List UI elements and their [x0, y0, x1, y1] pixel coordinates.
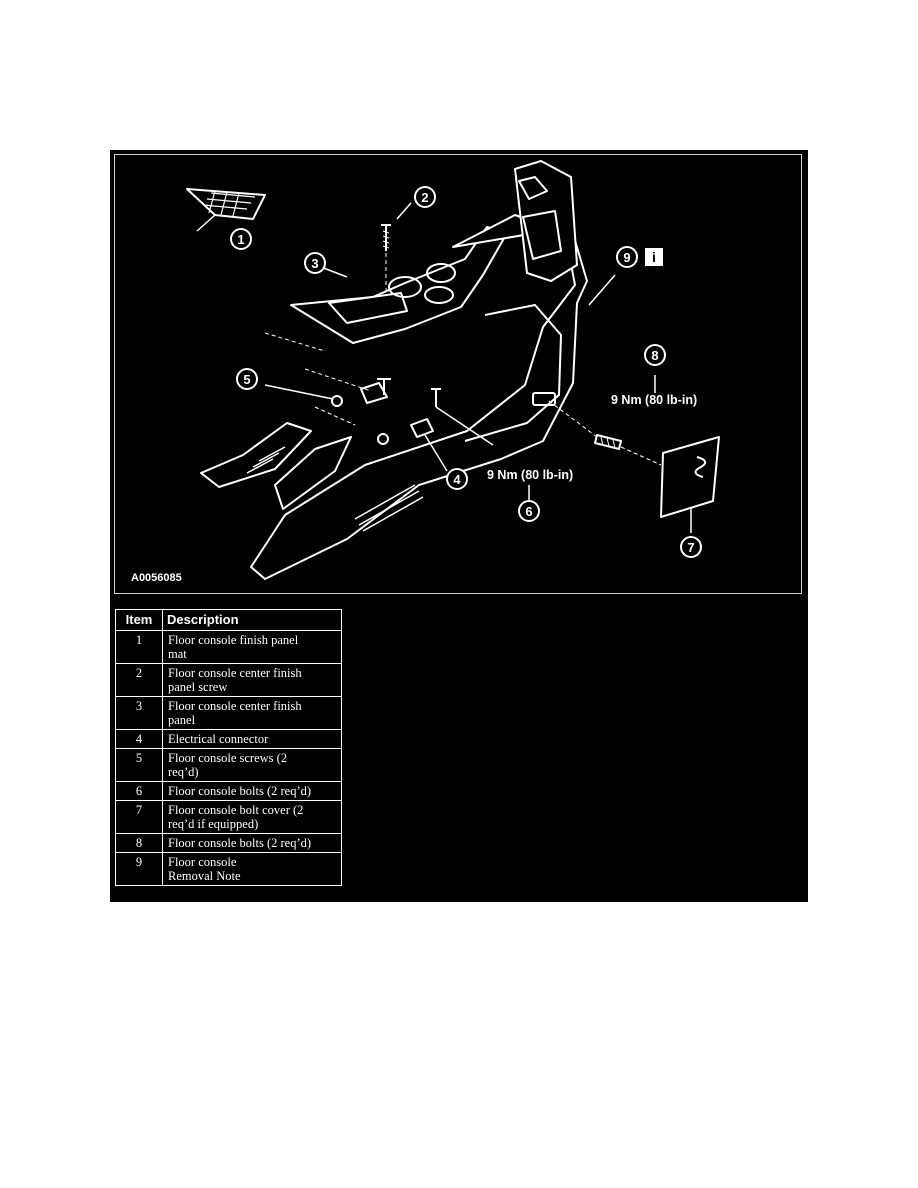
svg-text:6: 6 [525, 504, 532, 519]
table-header-row: Item Description [115, 609, 342, 631]
removal-note-link[interactable]: Removal Note [168, 869, 241, 883]
item-description: Floor console bolts (2 req’d) [162, 833, 342, 853]
description-line: Floor console center finish [168, 699, 302, 713]
description-line: Floor console finish panel [168, 633, 299, 647]
table-row: 4 Electrical connector [115, 729, 342, 749]
svg-text:7: 7 [687, 540, 694, 555]
svg-text:4: 4 [453, 472, 461, 487]
svg-text:3: 3 [311, 256, 318, 271]
description-line: Floor console center finish [168, 666, 302, 680]
floor-console-body-drawing [200, 160, 616, 580]
svg-text:5: 5 [243, 372, 250, 387]
description-line: req’d) [168, 765, 199, 779]
info-icon[interactable]: i [645, 248, 663, 266]
description-line: Floor console bolts (2 req’d) [168, 836, 312, 850]
rear-bolt-and-cover-drawing [528, 375, 720, 533]
description-line: mat [168, 647, 187, 661]
callout-4: 4 [446, 468, 468, 490]
description-line: Floor console [168, 855, 237, 869]
exploded-console-diagram: 1 2 3 4 5 [131, 160, 720, 584]
description-line: Floor console bolt cover (2 [168, 803, 304, 817]
description-line: Floor console bolts (2 req’d) [168, 784, 312, 798]
item-number: 1 [115, 630, 163, 664]
table-row: 6 Floor console bolts (2 req’d) [115, 781, 342, 801]
description-line: Floor console screws (2 [168, 751, 288, 765]
item-number: 7 [115, 800, 163, 834]
callout-7: 7 [680, 536, 702, 558]
item-number: 9 [115, 852, 163, 886]
callout-5: 5 [236, 368, 258, 390]
description-line: panel screw [168, 680, 228, 694]
finish-panel-mat-drawing [186, 188, 266, 232]
console-fasteners-drawing [264, 332, 494, 472]
item-number: 2 [115, 663, 163, 697]
torque-label-upper: 9 Nm (80 lb-in) [611, 393, 697, 407]
svg-text:9: 9 [623, 250, 630, 265]
svg-text:i: i [652, 249, 656, 265]
item-number: 4 [115, 729, 163, 749]
callout-3: 3 [304, 252, 326, 274]
svg-text:2: 2 [421, 190, 428, 205]
figure-panel: 1 2 3 4 5 [110, 150, 808, 902]
torque-label-lower: 9 Nm (80 lb-in) [487, 468, 573, 482]
item-number: 3 [115, 696, 163, 730]
table-row: 8 Floor console bolts (2 req’d) [115, 833, 342, 853]
figure-id: A0056085 [131, 572, 182, 584]
column-header-description: Description [162, 609, 342, 631]
callout-6: 6 [518, 500, 540, 522]
callout-9: 9 [616, 246, 638, 268]
item-number: 5 [115, 748, 163, 782]
diagram-frame: 1 2 3 4 5 [114, 154, 802, 594]
item-description: Floor console bolts (2 req’d) [162, 781, 342, 801]
description-line: panel [168, 713, 196, 727]
callout-2: 2 [414, 186, 436, 208]
item-description: Electrical connector [162, 729, 342, 749]
svg-text:8: 8 [651, 348, 658, 363]
item-number: 6 [115, 781, 163, 801]
item-number: 8 [115, 833, 163, 853]
parts-table: Item Description 1 Floor console finish … [115, 609, 342, 886]
svg-text:1: 1 [237, 232, 244, 247]
description-line: req’d if equipped) [168, 817, 259, 831]
callout-8: 8 [644, 344, 666, 366]
description-line: Electrical connector [168, 732, 269, 746]
column-header-item: Item [115, 609, 163, 631]
callout-1: 1 [230, 228, 252, 250]
center-finish-panel-drawing [290, 226, 508, 344]
